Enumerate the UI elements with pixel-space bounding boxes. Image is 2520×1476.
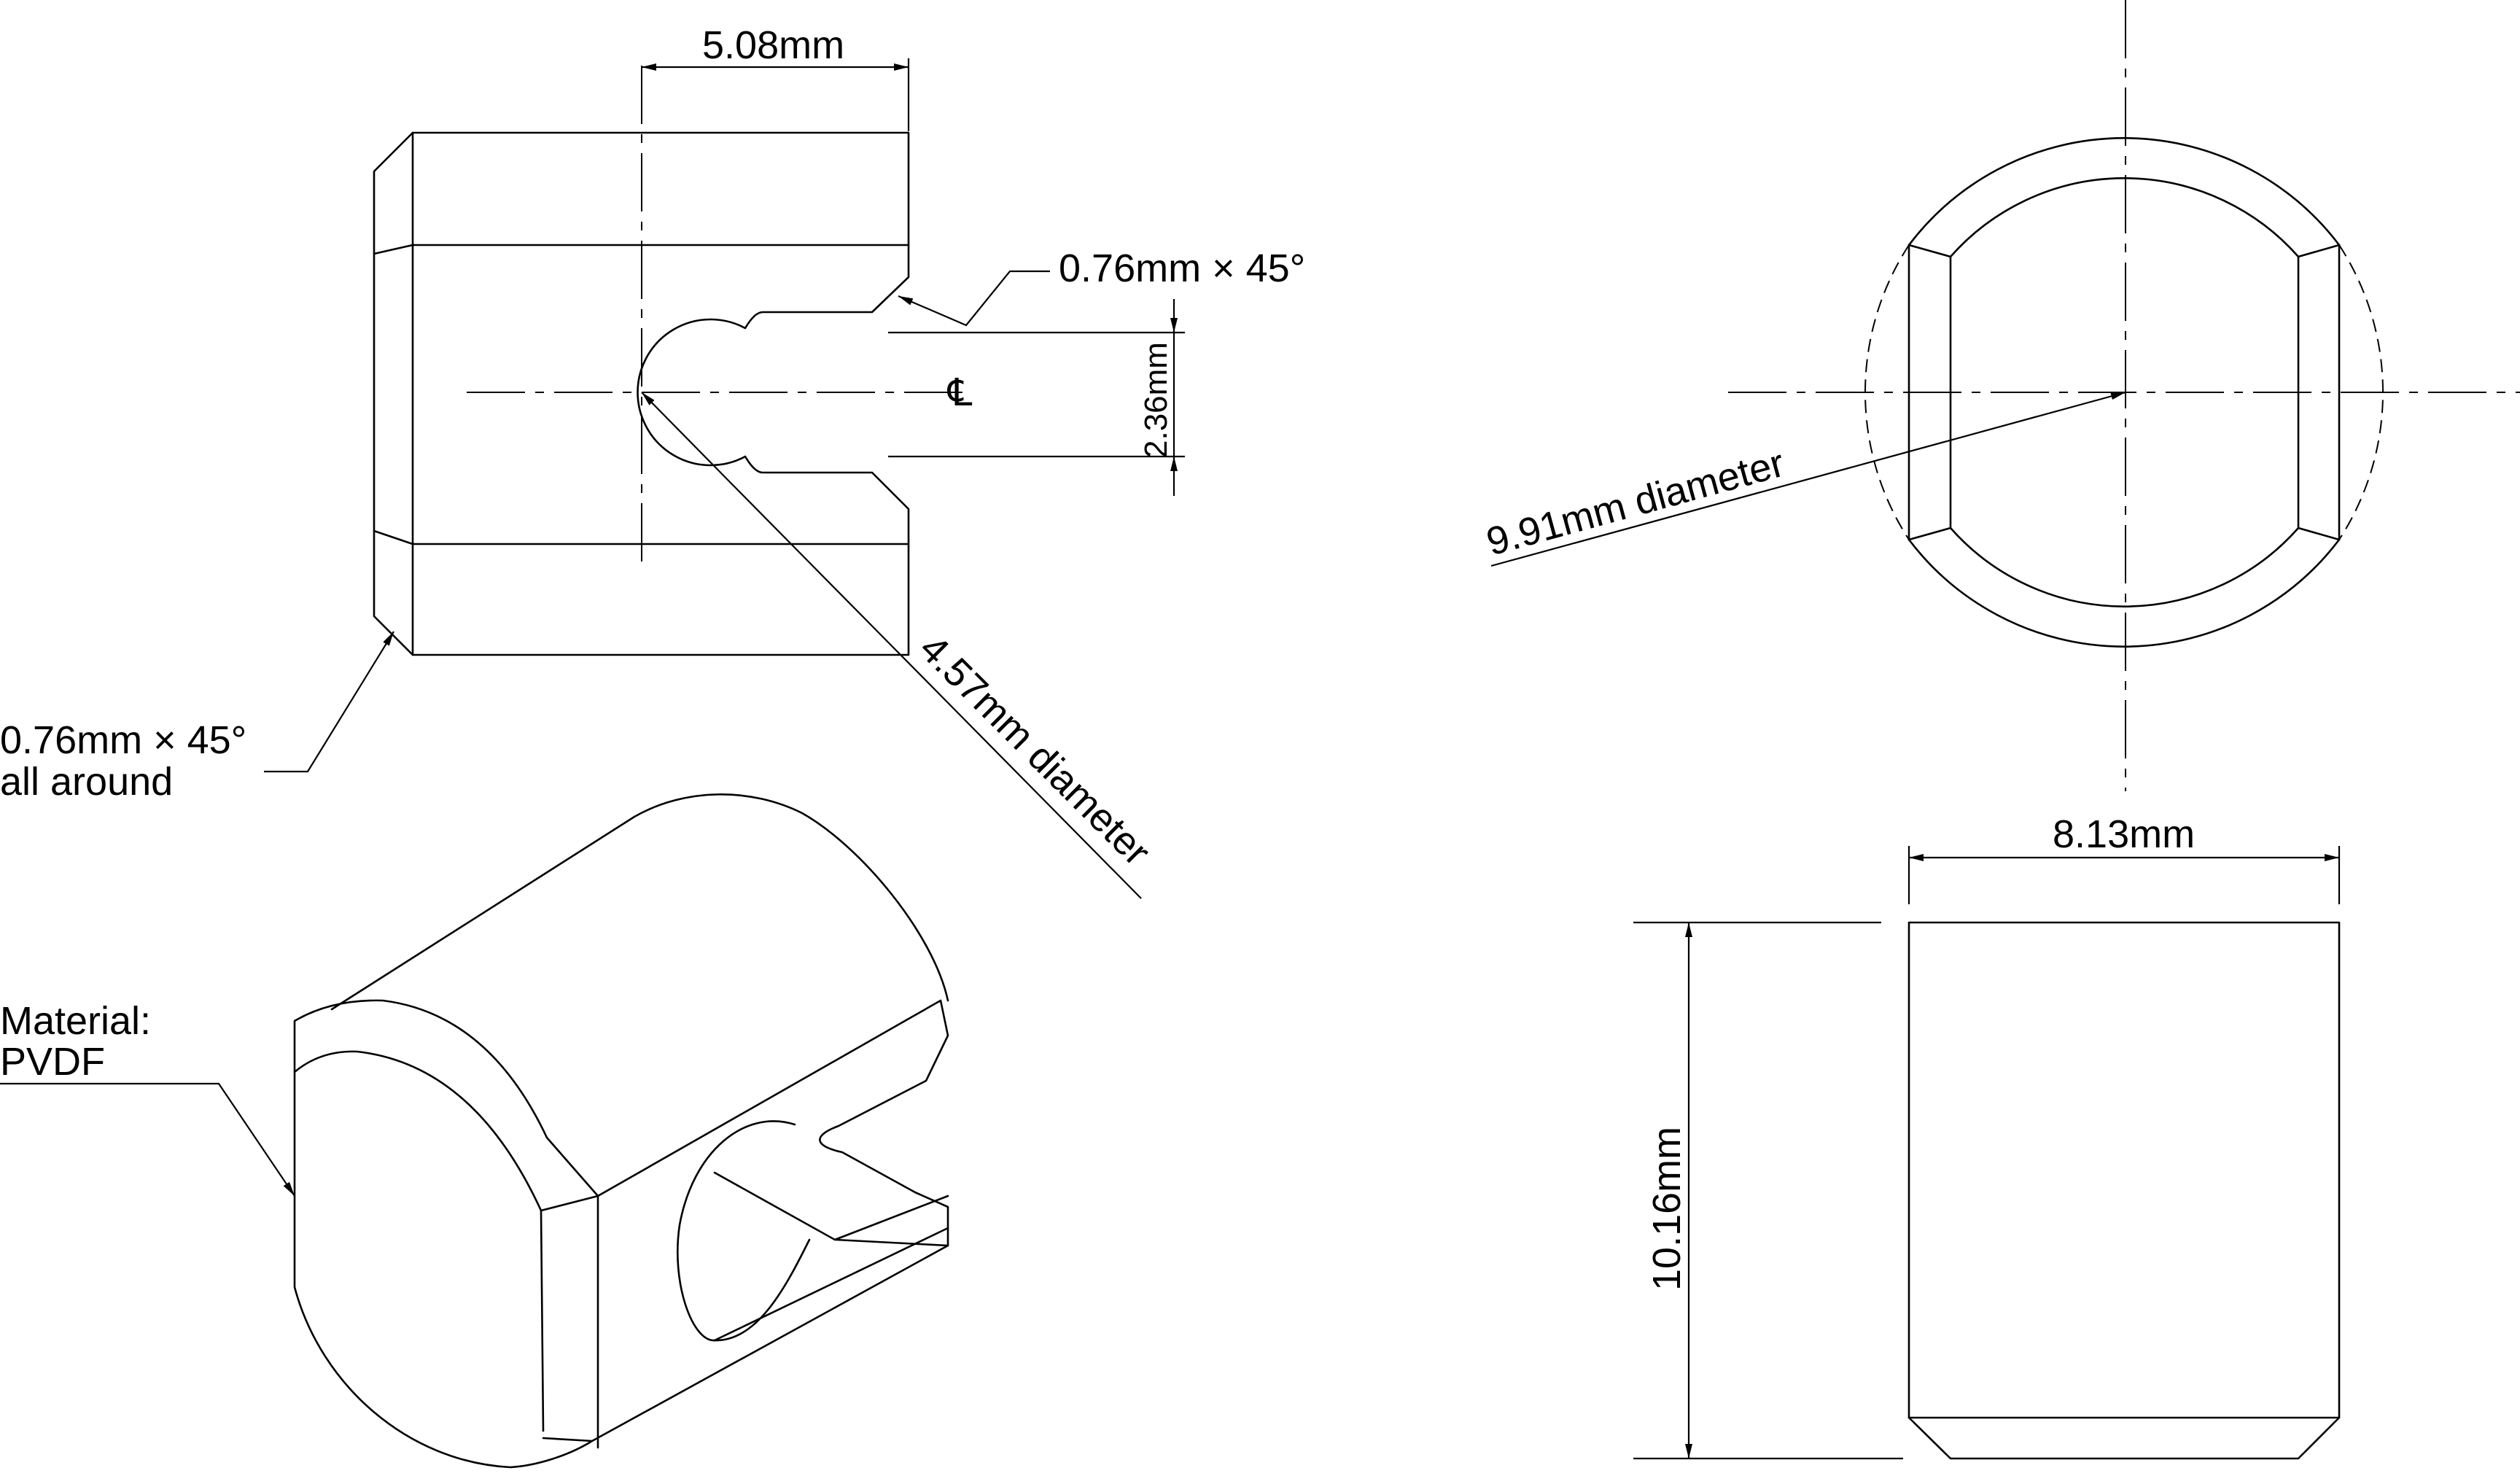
end-view-outer-arc-bottom: [1908, 538, 2341, 648]
iso-front-face: [293, 1050, 545, 1432]
chamfer-top-label: 0.76mm × 45°: [1059, 246, 1305, 290]
end-view-inner-arc-top: [1949, 177, 2300, 258]
side-view: 8.13mm 10.16mm: [1633, 812, 2341, 1460]
iso-slot-edge: [713, 1227, 949, 1342]
iso-outer-edge: [293, 999, 949, 1469]
end-view: 9.91mm diameter: [1482, 0, 2520, 791]
front-view: 5.08mm 0.76mm × 45° 2.36mm ℄ 4.57mm diam…: [0, 23, 1305, 899]
end-view-outer-arc-top: [1908, 137, 2341, 246]
material-line1: Material:: [0, 999, 151, 1043]
dim-height-label: 10.16mm: [1645, 1127, 1689, 1291]
dim-slot-width-label: 2.36mm: [1138, 342, 1174, 458]
front-view-outline: [373, 131, 910, 656]
chamfer-note-line1: 0.76mm × 45°: [0, 718, 246, 762]
iso-cylinder-top: [330, 793, 949, 1011]
chamfer-leader-top: [898, 270, 1050, 327]
chamfer-edge-bottom: [373, 529, 414, 545]
dim-width-label: 8.13mm: [2053, 812, 2195, 856]
chamfer-edge-top: [373, 244, 414, 255]
chamfer-all-around-leader: [264, 631, 394, 773]
end-view-inner-arc-bottom: [1949, 527, 2300, 607]
outer-diameter-leader: [1490, 391, 2126, 567]
end-view-corner-tl: [1908, 244, 1952, 258]
iso-slot-face: [713, 1171, 949, 1241]
side-view-outline: [1908, 921, 2341, 1460]
material-leader: [0, 1082, 295, 1197]
end-view-corner-br: [2297, 527, 2341, 541]
centerline-symbol: ℄: [946, 372, 973, 414]
hole-diameter-label: 4.57mm diameter: [911, 626, 1159, 874]
hole-diameter-leader-inner: [641, 392, 730, 482]
iso-slot-bottom-edge: [834, 1238, 949, 1247]
iso-chamfer-bottom: [542, 1437, 594, 1442]
end-view-corner-tr: [2297, 244, 2341, 258]
end-view-corner-bl: [1908, 527, 1952, 541]
material-line2: PVDF: [0, 1040, 105, 1084]
dim-slot-depth-label: 5.08mm: [702, 23, 844, 67]
iso-hole-ellipse: [677, 1120, 811, 1342]
isometric-view: Material: PVDF: [0, 793, 949, 1469]
outer-diameter-label: 9.91mm diameter: [1482, 441, 1789, 564]
chamfer-note-line2: all around: [0, 760, 173, 804]
hole-diameter-leader: [728, 481, 1142, 899]
iso-front-chamfer-top: [540, 1195, 599, 1212]
